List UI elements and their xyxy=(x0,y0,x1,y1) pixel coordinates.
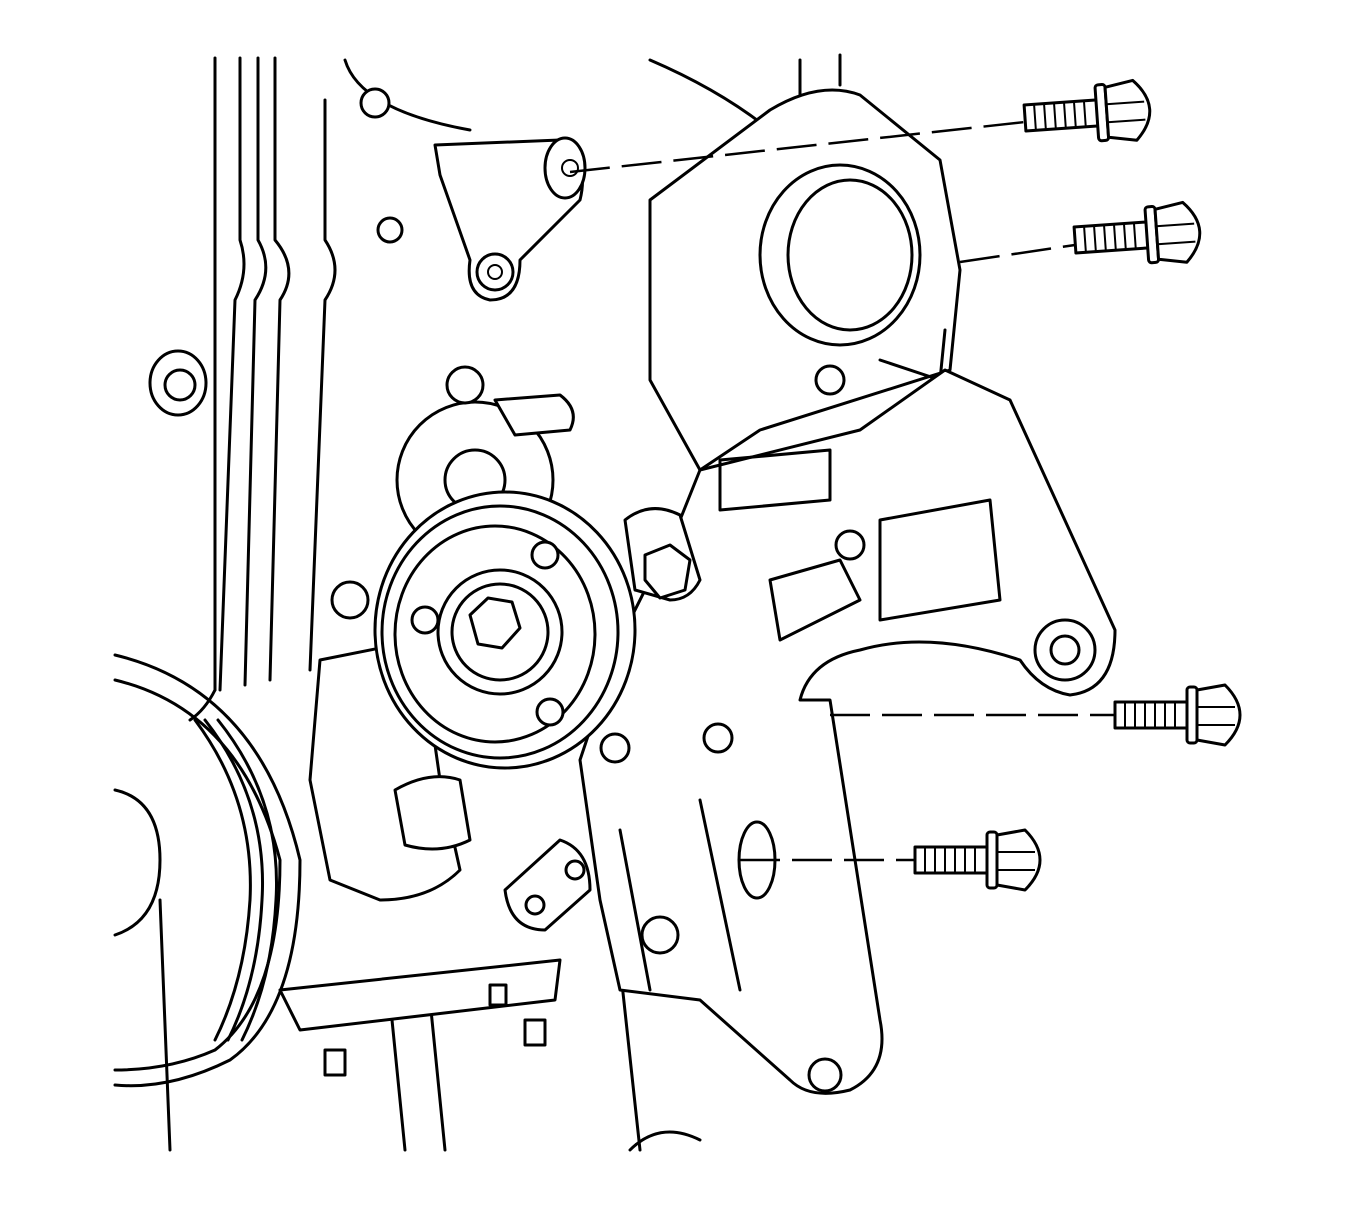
pump-housing xyxy=(648,88,962,472)
cover-stud xyxy=(376,216,404,244)
leader-line-bolt-1 xyxy=(569,120,1026,174)
leader-line-bolt-2 xyxy=(959,243,1076,264)
bolt-middle xyxy=(1113,683,1242,747)
pulley-center-bolt xyxy=(468,596,522,650)
crankshaft-pulley xyxy=(113,653,302,1088)
water-pump-pulley xyxy=(373,490,637,770)
bolt-upper-1 xyxy=(1022,78,1152,143)
accessory-bracket xyxy=(578,368,1117,1095)
tensioner-arm xyxy=(433,136,587,302)
cover-nut-top xyxy=(359,87,391,119)
bolt-upper-2 xyxy=(1072,200,1202,265)
lower-studs xyxy=(278,958,562,1077)
cover-nut-left xyxy=(148,349,208,417)
bolt-lower xyxy=(913,828,1042,892)
tensioner-nut xyxy=(623,507,702,602)
